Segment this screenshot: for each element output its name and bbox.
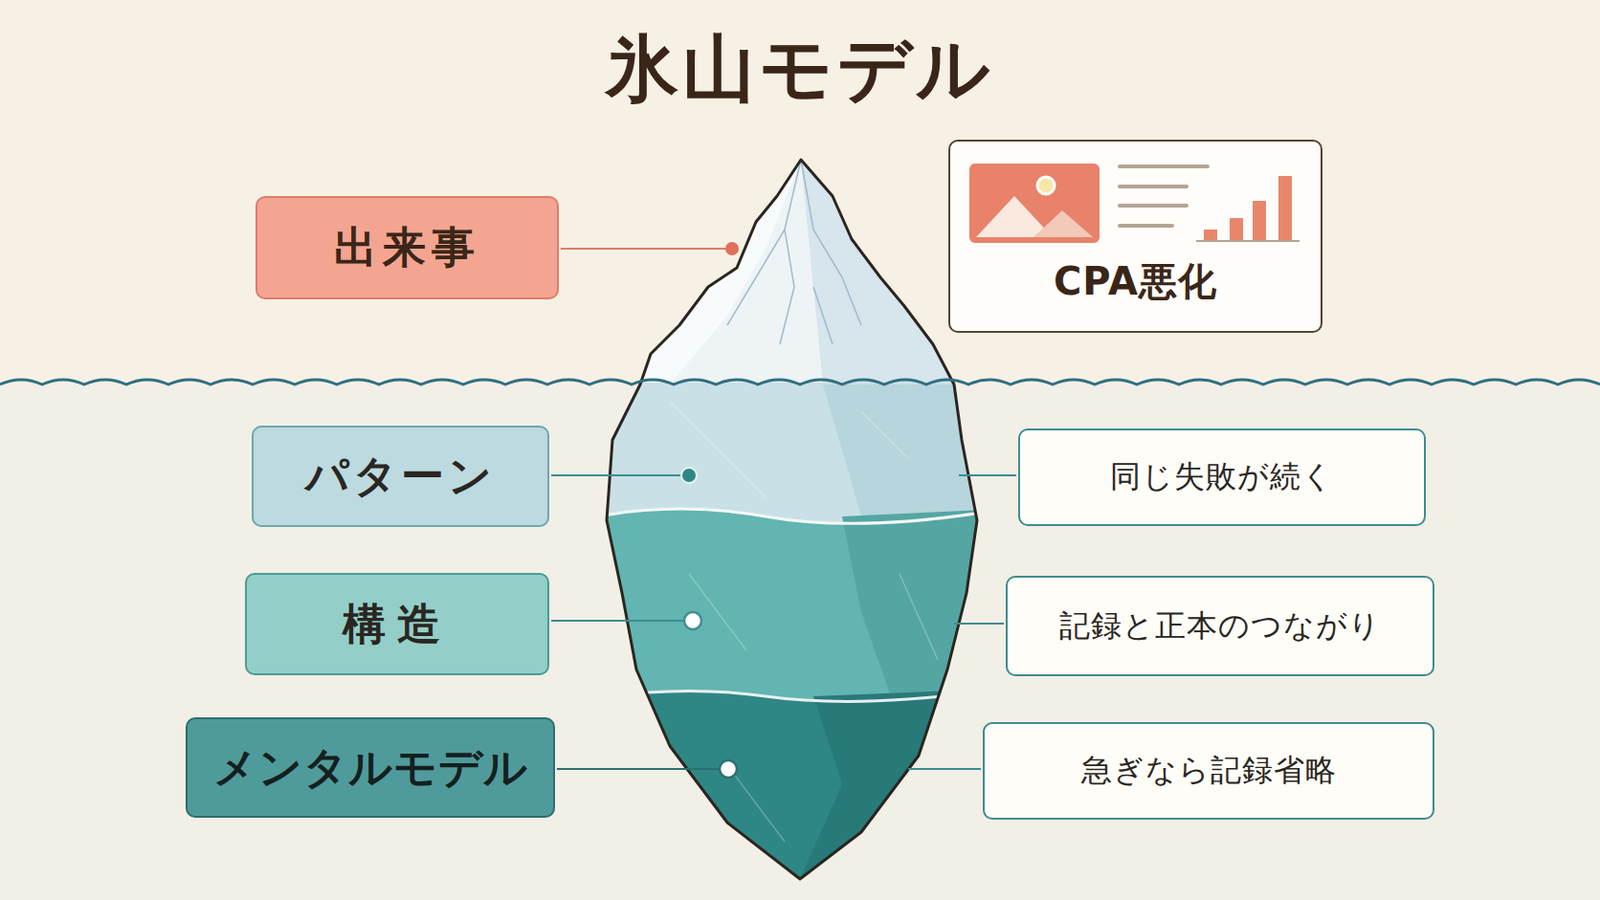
mental-model-box: メンタルモデル (185, 717, 556, 819)
node-label: 出来事 (333, 219, 481, 277)
text-line (1119, 184, 1187, 189)
band-mental-shade (800, 688, 1005, 900)
text-line (1119, 203, 1187, 208)
bar-icon (1203, 176, 1292, 242)
event-box: 出来事 (255, 196, 559, 300)
image-icon (969, 163, 1100, 244)
node-label: パターン (305, 447, 496, 506)
bar (1229, 218, 1244, 242)
iceberg-outline (606, 159, 978, 880)
bar (1203, 229, 1218, 242)
band-structure-shade (842, 509, 1005, 709)
leader-line (556, 768, 720, 771)
image-sun (1037, 177, 1055, 195)
text-line (1119, 164, 1208, 169)
bar (1252, 200, 1267, 242)
title: 氷山モデル (0, 24, 1600, 112)
mental-model-note: 急ぎなら記録省略 (982, 722, 1435, 821)
leader-dot (719, 760, 737, 778)
facet-line (727, 159, 862, 345)
card-ground (949, 140, 1322, 333)
text-lines (1119, 166, 1208, 226)
node-label: CPA悪化 (1053, 255, 1218, 309)
node-label: メンタルモデル (213, 739, 529, 798)
image-mountain (1033, 210, 1093, 238)
leader-dot (681, 467, 697, 484)
tip-light (640, 159, 801, 385)
iceberg-tip (574, 143, 1005, 393)
band-structure (574, 509, 1005, 900)
band-mental (574, 688, 1005, 900)
node-label: 記録と正本のつながり (1059, 605, 1381, 648)
structure-note: 記録と正本のつながり (1005, 576, 1435, 677)
band-pattern-shade (822, 384, 1005, 536)
leader-line (908, 768, 981, 771)
facet-line (669, 401, 938, 843)
leader-line (954, 622, 1004, 625)
node-label: 同じ失敗が続く (1110, 456, 1334, 499)
node-label: 構造 (342, 596, 452, 654)
leader-line (958, 474, 1017, 477)
water-line (0, 379, 1600, 385)
iceberg-fill (574, 143, 1005, 900)
text-line (1119, 223, 1173, 228)
leader-line (560, 247, 726, 250)
leader-dot (684, 612, 702, 630)
leader-dot (725, 242, 739, 256)
leader-line (551, 474, 683, 477)
event-card: CPA悪化 (948, 139, 1323, 334)
leader-line (551, 620, 685, 623)
node-label: 急ぎなら記録省略 (1081, 750, 1337, 793)
pattern-note: 同じ失敗が続く (1018, 428, 1426, 527)
band-line (574, 509, 1005, 524)
pattern-box: パターン (251, 425, 550, 528)
bar-axis (1196, 240, 1300, 243)
structure-box: 構造 (244, 573, 550, 676)
bar (1278, 176, 1292, 242)
